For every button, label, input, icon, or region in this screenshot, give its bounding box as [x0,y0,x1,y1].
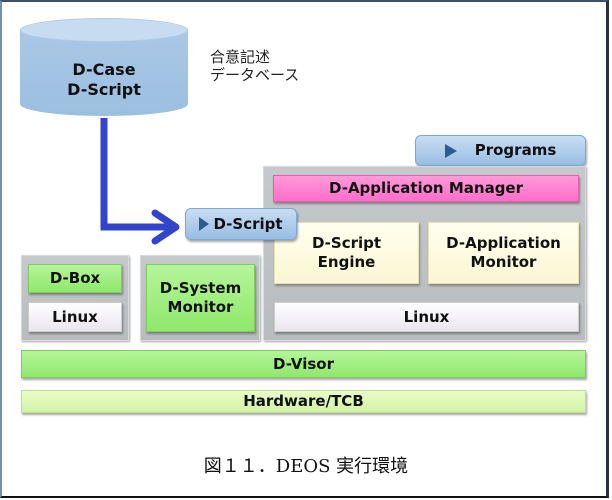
d-visor: D-Visor [21,350,586,378]
database-cylinder-top [20,18,188,42]
d-application-manager-label: D-Application Manager [328,179,523,198]
d-application-monitor-line1: D-Application [446,234,561,253]
d-system-monitor: D-System Monitor [146,264,255,332]
play-triangle-icon [199,217,210,231]
database-cylinder [20,30,188,116]
flow-arrow-line [100,118,172,231]
hardware-tcb-label: Hardware/TCB [243,392,364,411]
d-application-monitor: D-Application Monitor [428,222,579,284]
linux-main: Linux [274,302,579,332]
figure-caption: 図１１．DEOS 実行環境 [203,456,409,477]
database-label-line1: D-Case [72,60,136,79]
d-script-engine-line2: Engine [317,253,376,271]
linux-dbox: Linux [28,302,122,332]
d-application-monitor-line2: Monitor [470,253,537,271]
database-label: D-Case D-Script [20,50,188,110]
d-script-engine: D-Script Engine [274,222,419,284]
d-script-button[interactable]: D-Script [185,208,297,240]
d-application-manager: D-Application Manager [273,175,579,202]
linux-main-label: Linux [403,307,450,326]
database-note-line2: データベース [210,66,300,84]
programs-button[interactable]: Programs [415,135,586,166]
database-note: 合意記述 データベース [210,48,299,84]
d-box-label: D-Box [49,269,101,288]
linux-dbox-label: Linux [52,307,98,326]
d-script-engine-line1: D-Script [311,234,382,253]
database-note-line1: 合意記述 [210,48,271,66]
d-box: D-Box [28,264,122,293]
play-triangle-icon [444,143,457,158]
d-script-label: D-Script [213,214,283,233]
d-system-monitor-line2: Monitor [167,298,234,316]
programs-label: Programs [474,141,557,160]
d-system-monitor-line1: D-System [159,279,242,298]
flow-arrow-head [151,209,180,245]
hardware-tcb: Hardware/TCB [21,390,586,413]
database-label-line2: D-Script [67,80,141,99]
d-visor-label: D-Visor [273,354,334,373]
